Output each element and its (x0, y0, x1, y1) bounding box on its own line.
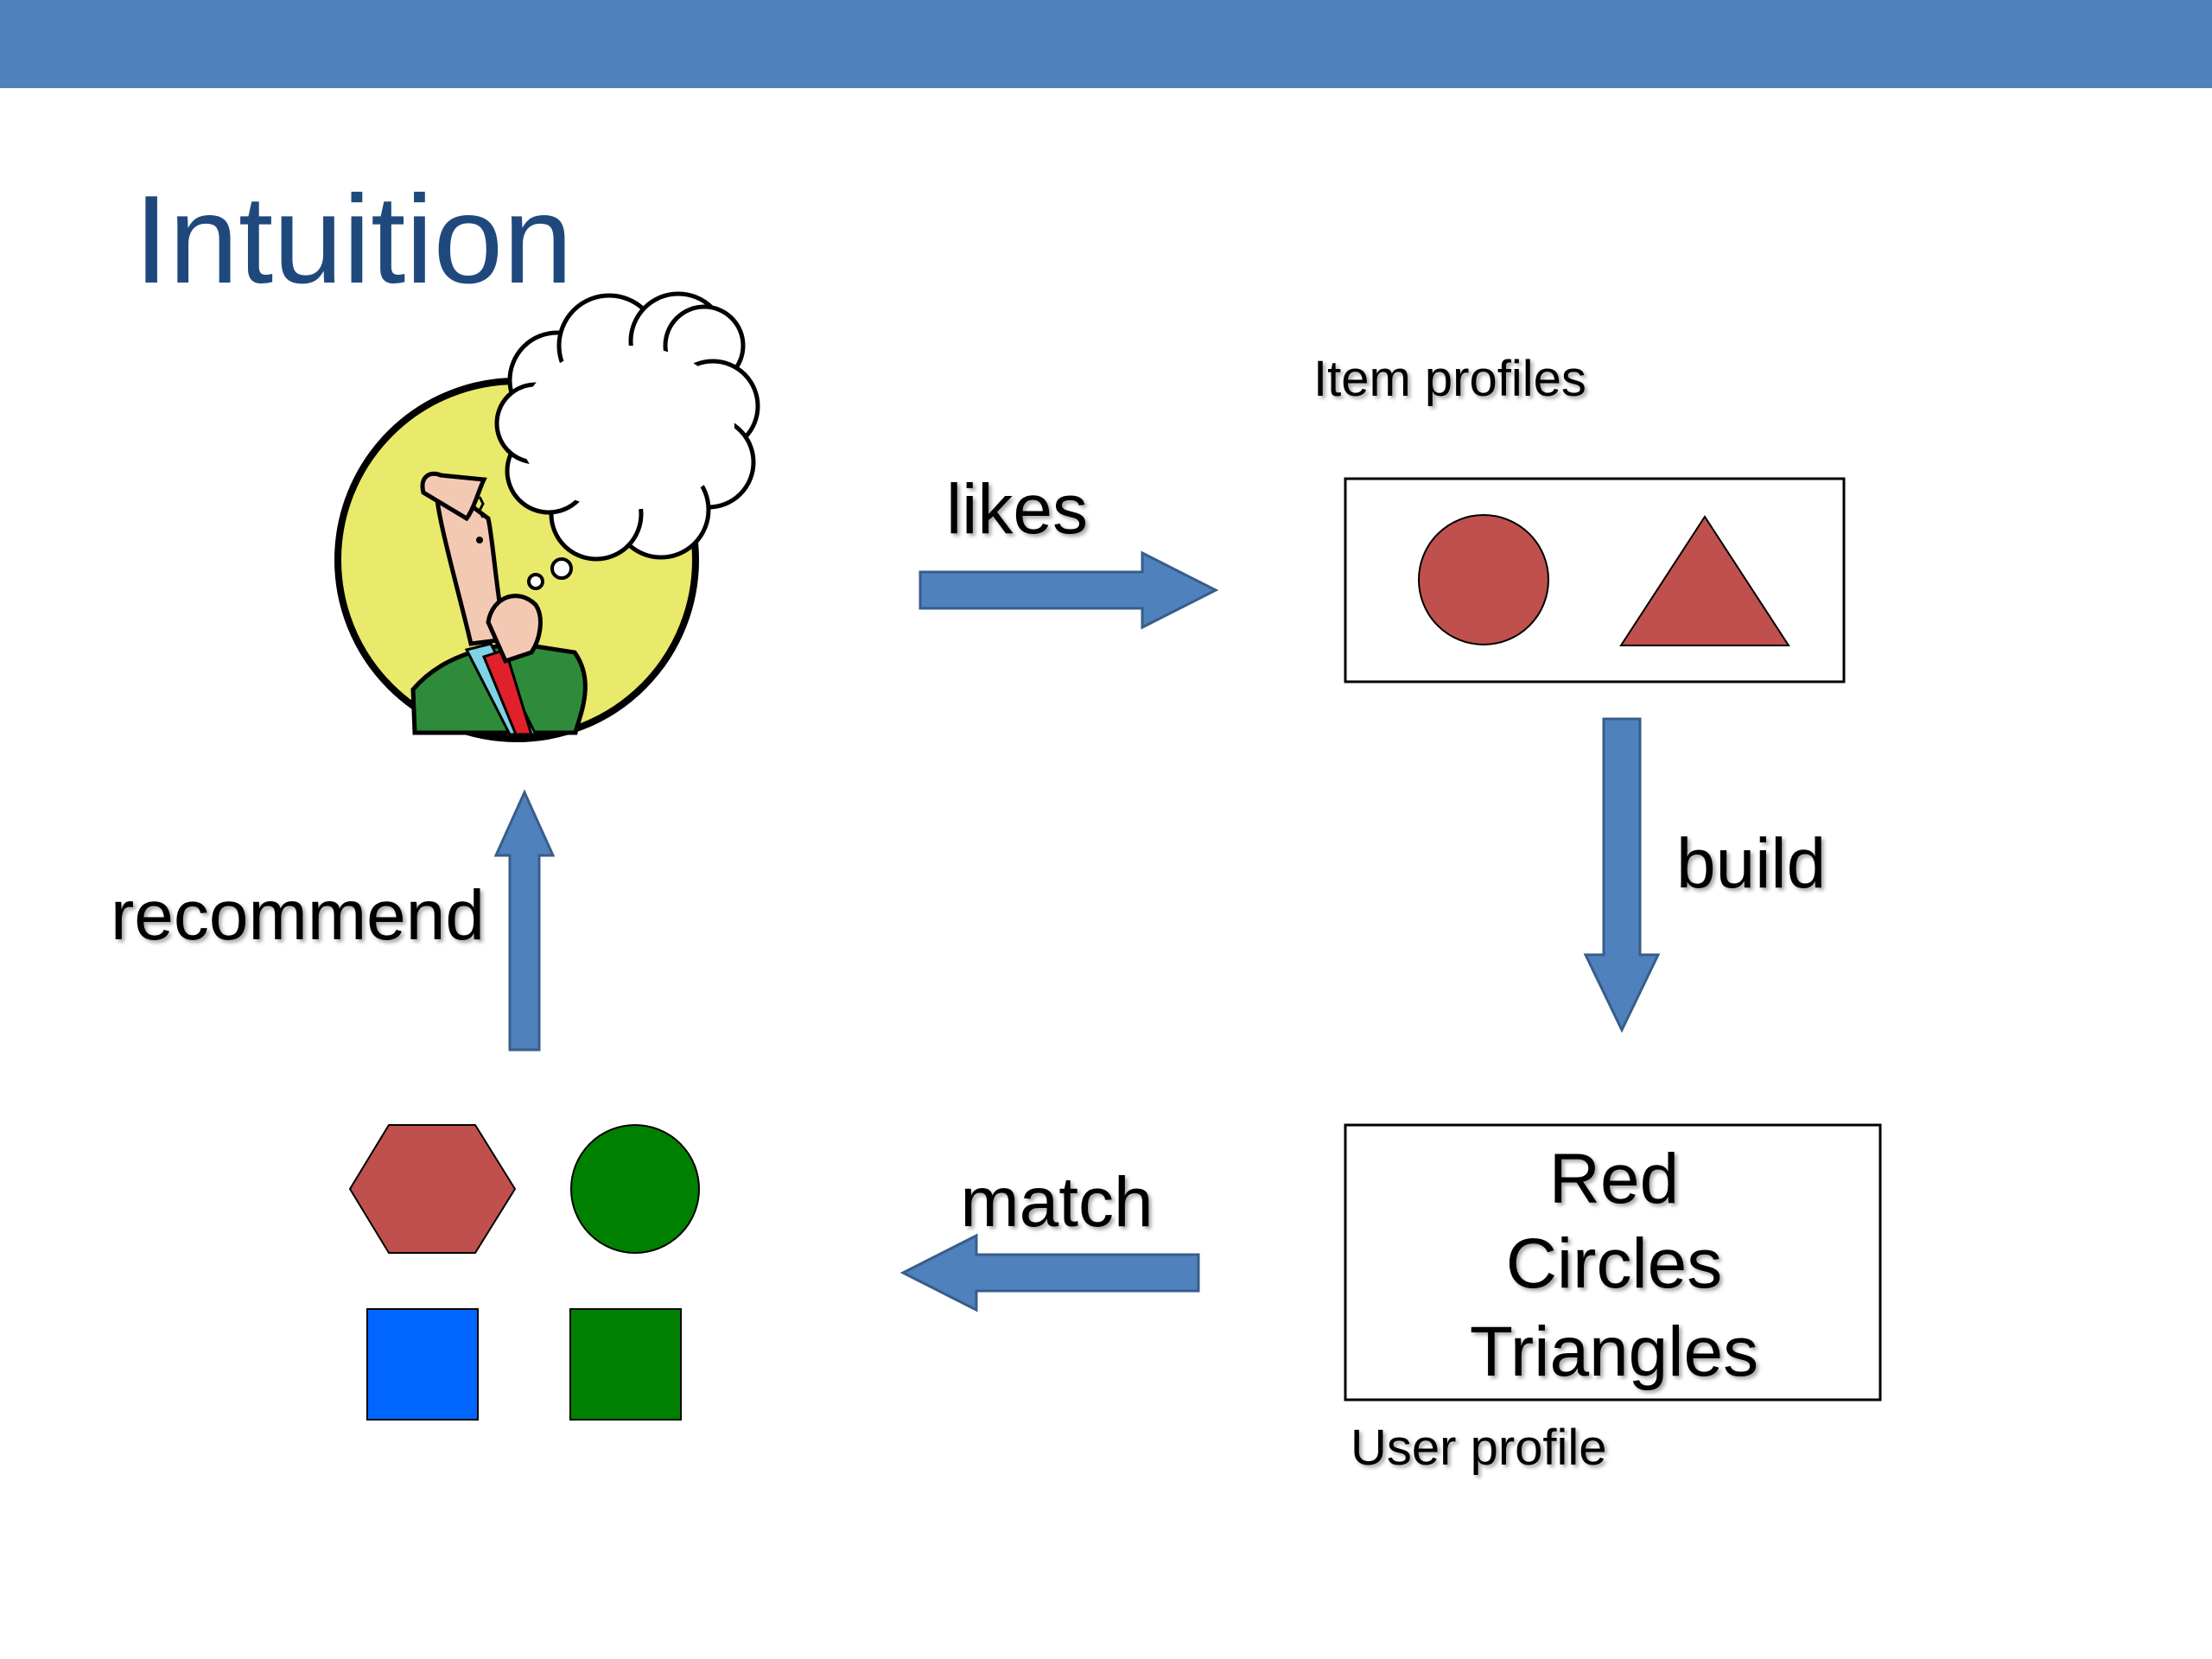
likes-arrow (918, 550, 1219, 630)
likes-label: likes (946, 470, 1088, 549)
build-arrow (1583, 717, 1661, 1033)
match-label: match (960, 1163, 1153, 1242)
user-profile-line-2: Circles (1506, 1224, 1723, 1303)
green-circle-icon (570, 1124, 700, 1254)
top-band (0, 0, 2212, 88)
recommend-arrow (493, 789, 556, 1052)
blue-square-icon (366, 1308, 479, 1421)
red-triangle-icon (1619, 515, 1790, 646)
thinking-person-icon (334, 291, 760, 742)
recommend-label: recommend (111, 876, 485, 955)
user-profile-line-3: Triangles (1470, 1313, 1758, 1391)
red-circle-icon (1418, 514, 1549, 645)
build-label: build (1676, 824, 1826, 903)
slide-title: Intuition (134, 169, 573, 309)
match-arrow (899, 1233, 1200, 1313)
user-profile-box (1344, 1123, 1882, 1402)
user-profile-line-1: Red (1549, 1140, 1679, 1218)
item-profiles-label: Item profiles (1313, 351, 1586, 407)
red-hexagon-icon (348, 1124, 517, 1254)
user-profile-label: User profile (1351, 1420, 1607, 1476)
green-square-icon (569, 1308, 682, 1421)
